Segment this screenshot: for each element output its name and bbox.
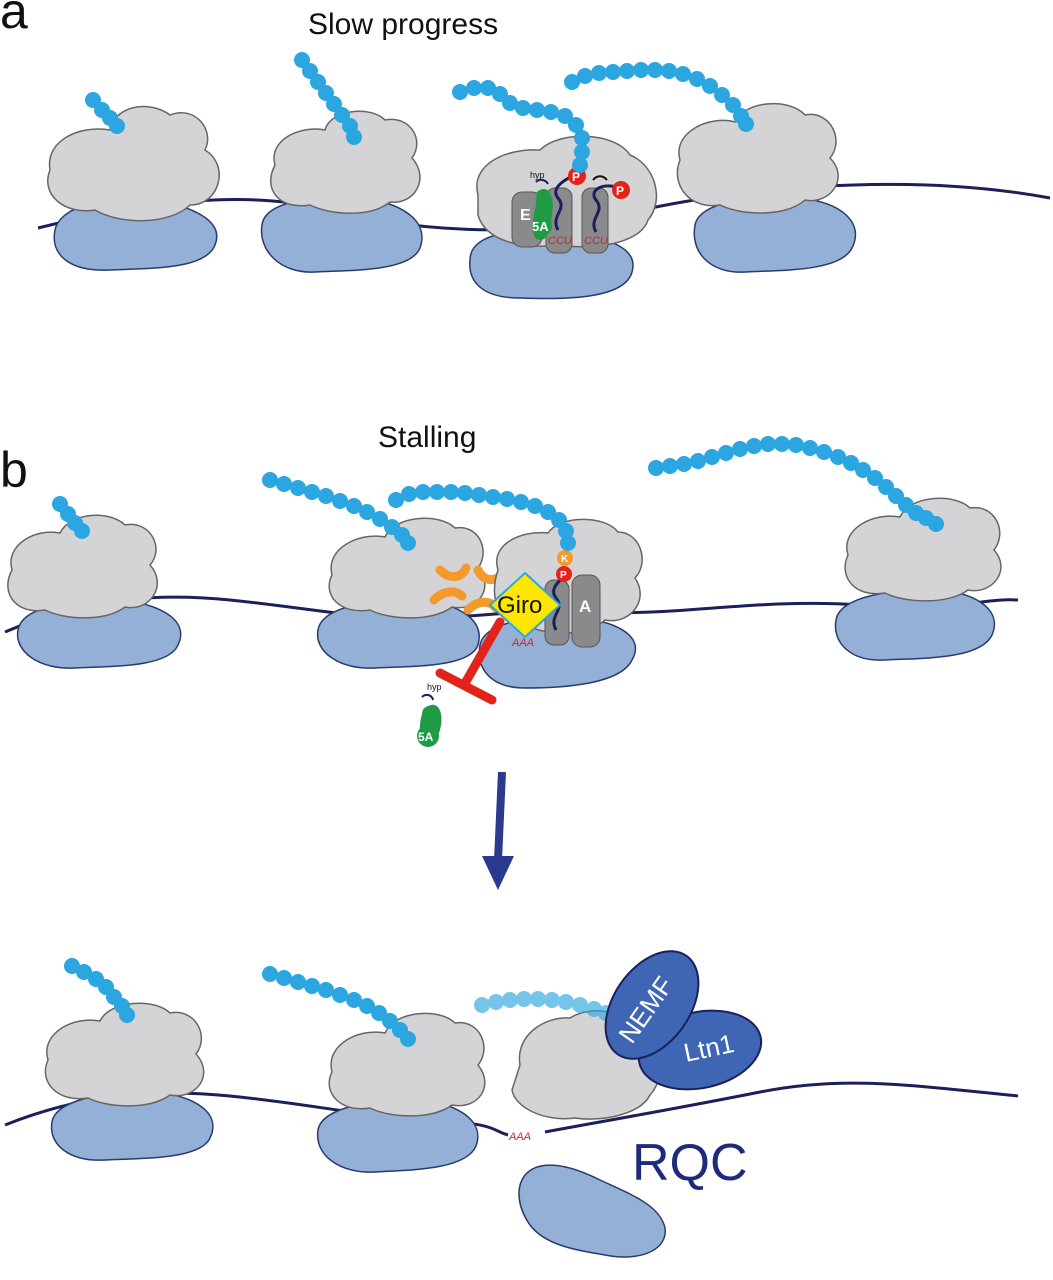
ribosome-b3-stalled: A AAA K P Giro [388,484,643,689]
giro-diamond [488,571,562,639]
panel-rqc: AAA Ltn1 NE [4,950,1019,1258]
eif5a-label: 5A [532,219,549,234]
aaa-codon-rqc: AAA [508,1131,531,1143]
nascent-peptide-3 [452,80,590,173]
p-marker-b: P [560,570,567,581]
hyp-label: hyp [530,170,545,180]
panel-a-title: Slow progress [308,8,498,41]
ccu-codon-2: CCU [584,235,608,247]
p-marker-2: P [616,184,624,198]
eif5a-free: 5A hyp [417,682,442,747]
ribosome-4 [564,62,857,273]
hyp-label-b: hyp [427,682,442,692]
k-marker: K [561,554,569,565]
transition-arrow [482,771,514,890]
inhibition-symbol [435,617,505,705]
split-small-subunit [518,1164,666,1258]
giro-label: Giro [497,592,542,619]
ribosome-b2 [262,472,507,669]
eif5a-free-label: 5A [418,730,434,744]
panel-a: a Slow progress E [0,0,1051,300]
mrna-right [544,1081,1019,1134]
a-site-label: A [579,597,591,616]
ribosome-c2 [262,966,486,1173]
ribosome-2 [260,52,423,273]
ribosome-3-slow: E 5A hyp P P CCU CCU [452,80,658,300]
nascent-peptide-c3-faded [474,991,614,1021]
nascent-peptide-c1 [64,958,135,1023]
panel-b-letter: b [0,442,28,498]
panel-b: b Stalling [0,421,1019,890]
nascent-peptide-b1 [52,496,90,539]
rqc-label: RQC [632,1134,748,1192]
ribosome-1 [47,92,220,271]
rqc-complex: Ltn1 NEMF [604,950,763,1091]
nascent-peptide-1 [85,92,125,134]
ribosome-b4 [648,436,1002,661]
panel-a-letter: a [0,0,28,39]
p-marker-1: P [572,170,580,184]
ribosome-c1 [44,958,214,1161]
nascent-peptide-b4 [648,436,944,532]
e-site-label: E [520,207,531,224]
ccu-codon-1: CCU [548,235,572,247]
ribosome-b1 [7,496,182,669]
nascent-peptide-b3 [388,484,576,551]
panel-b-title: Stalling [378,421,476,454]
nascent-peptide-b2 [262,472,416,551]
nascent-peptide-2 [294,52,362,145]
aaa-codon-b: AAA [511,637,534,649]
nascent-peptide-4 [564,62,754,132]
nascent-peptide-c2 [262,966,416,1047]
